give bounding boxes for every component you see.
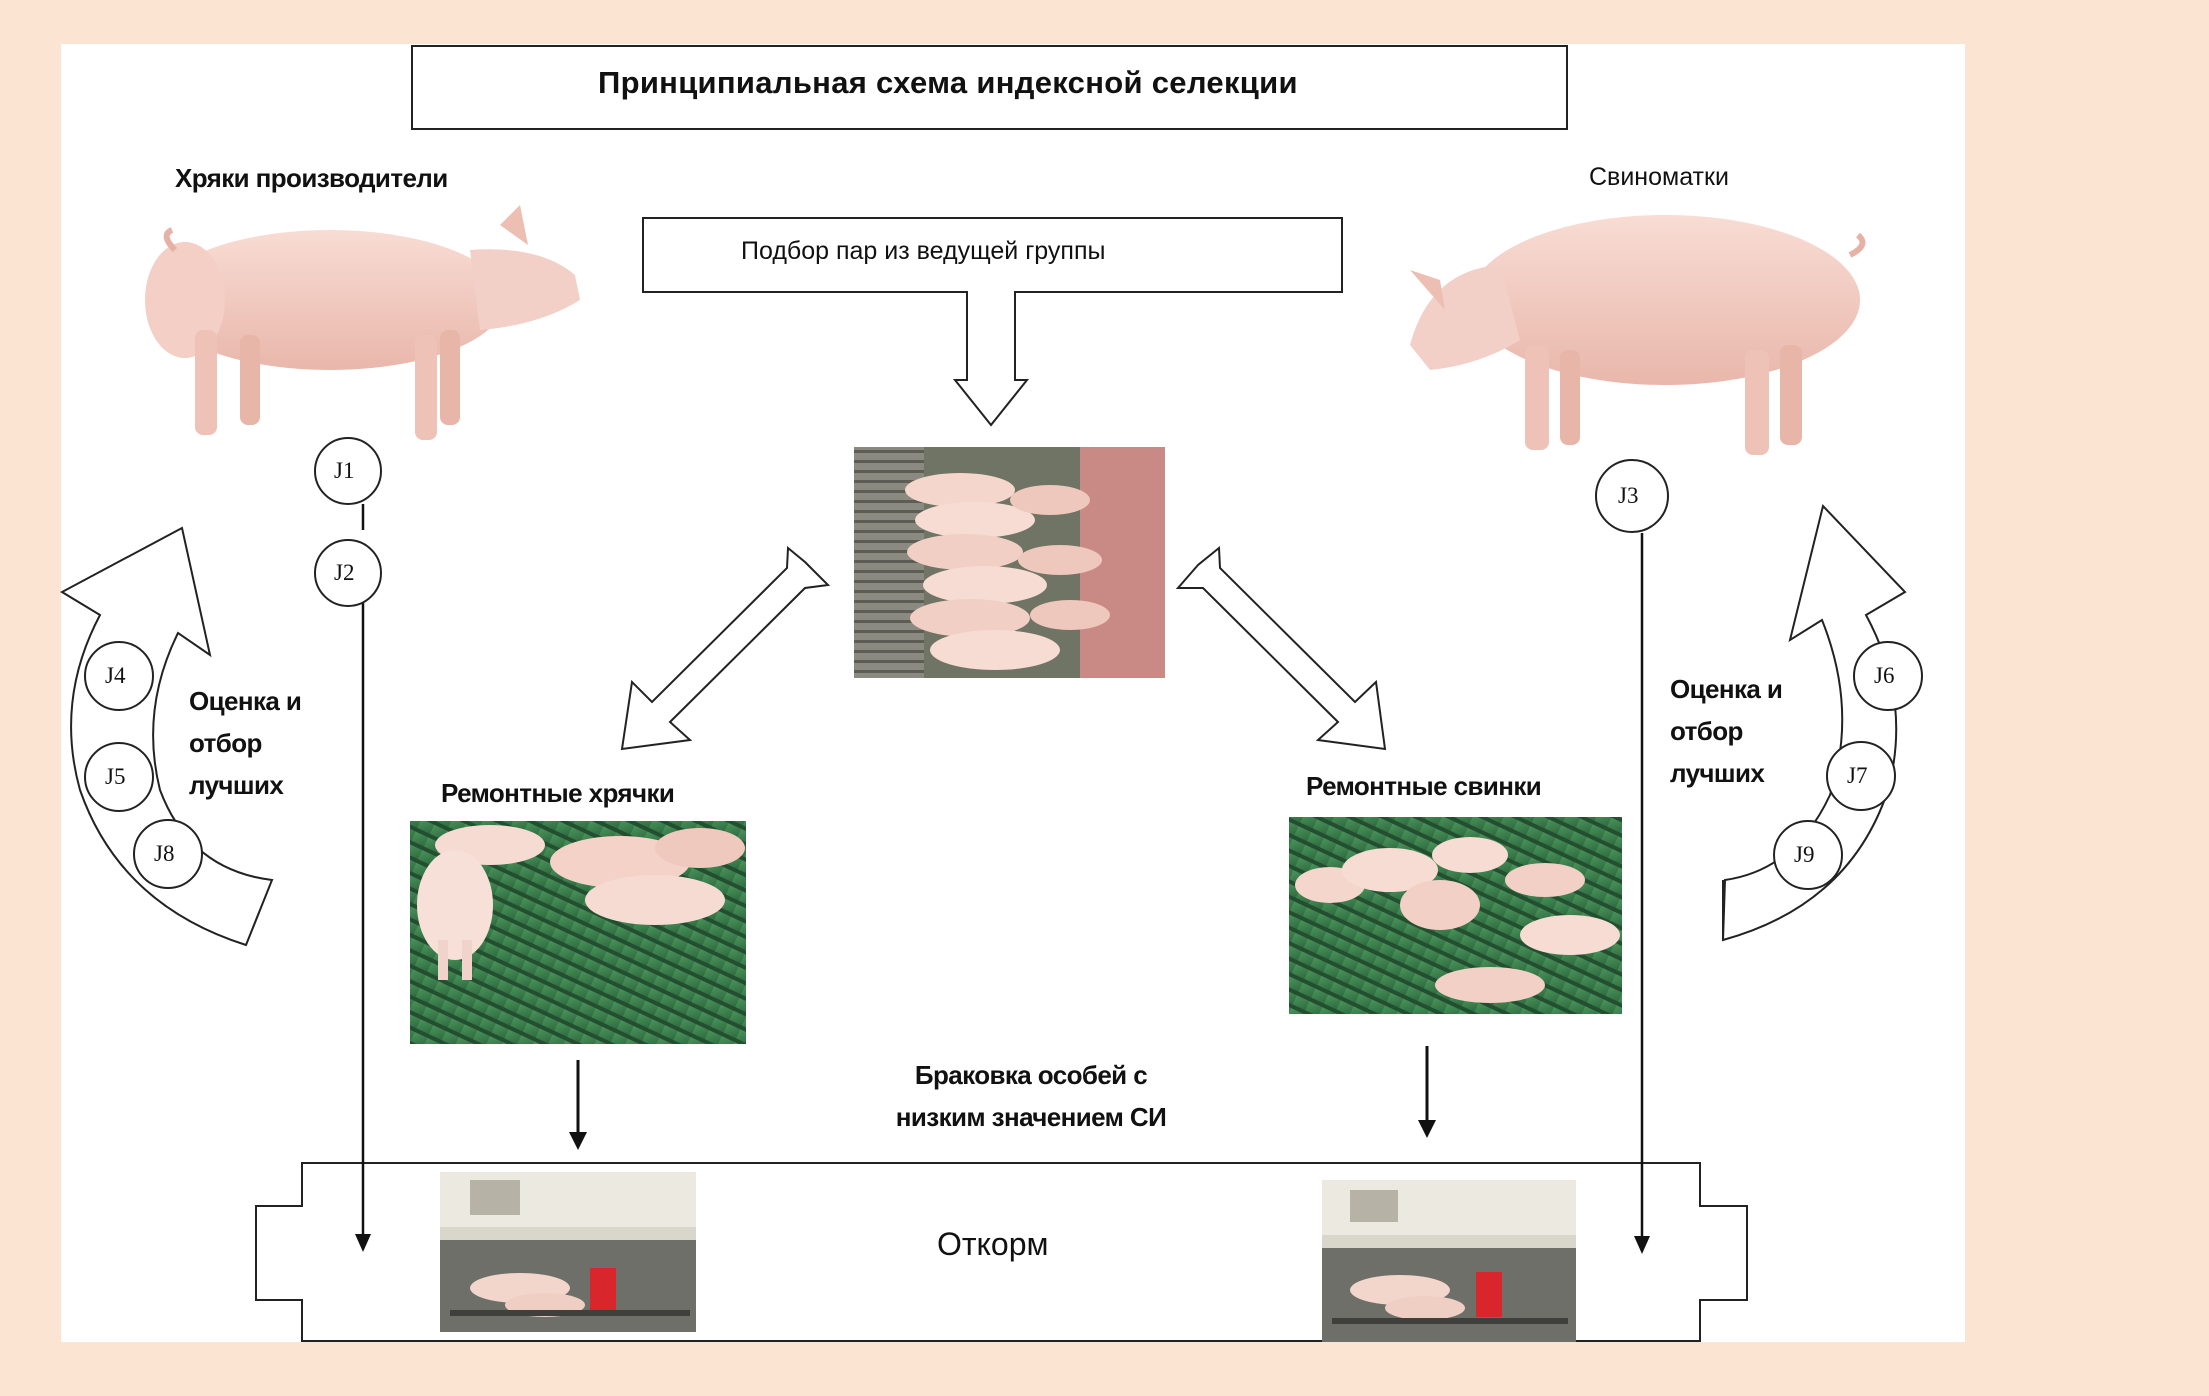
evaluation-left-label: Оценка и отбор лучших bbox=[189, 680, 329, 806]
boars-label: Хряки производители bbox=[175, 163, 448, 194]
piglets-photo bbox=[854, 447, 1165, 678]
young-boars-label: Ремонтные хрячки bbox=[441, 778, 674, 809]
arrow-to-young-boars bbox=[622, 548, 828, 749]
fattening-photo-left bbox=[440, 1172, 696, 1332]
index-j6-label: J6 bbox=[1874, 663, 1894, 689]
young-gilts-label: Ремонтные свинки bbox=[1306, 771, 1541, 802]
boar-image bbox=[145, 205, 580, 440]
index-j5-label: J5 bbox=[105, 764, 125, 790]
sows-label: Свиноматки bbox=[1589, 163, 1729, 192]
young-gilts-photo bbox=[1289, 817, 1622, 1014]
culling-label: Браковка особей с низким значением СИ bbox=[876, 1054, 1186, 1138]
index-j7-label: J7 bbox=[1847, 763, 1867, 789]
sow-image bbox=[1410, 215, 1863, 455]
evaluation-right-label: Оценка и отбор лучших bbox=[1670, 668, 1810, 794]
index-j2-label: J2 bbox=[334, 560, 354, 586]
fattening-photo-right bbox=[1322, 1180, 1576, 1342]
index-j4-label: J4 bbox=[105, 663, 125, 689]
index-j1-label: J1 bbox=[334, 458, 354, 484]
arrow-to-young-gilts bbox=[1178, 548, 1385, 749]
pair-selection-label: Подбор пар из ведущей группы bbox=[741, 237, 1105, 266]
index-j3-label: J3 bbox=[1618, 483, 1638, 509]
index-j9-label: J9 bbox=[1794, 842, 1814, 868]
young-boars-photo bbox=[410, 821, 746, 1044]
fattening-label: Откорм bbox=[937, 1226, 1049, 1263]
index-j8-label: J8 bbox=[154, 841, 174, 867]
diagram-title: Принципиальная схема индексной селекции bbox=[598, 65, 1298, 101]
